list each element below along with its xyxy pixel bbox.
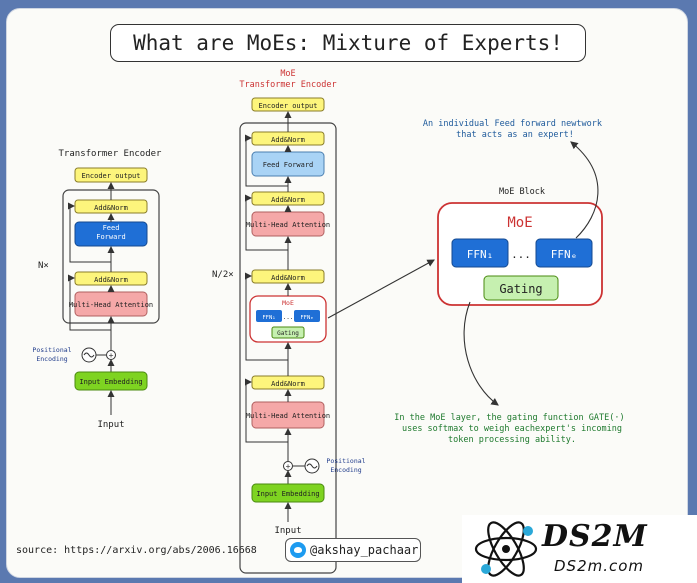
middle-ellipsis: ... [283,314,294,321]
logo-main-text: DS2M [542,519,648,554]
middle-ffn1-box [256,310,282,322]
middle-ffne: FFNₑ [300,315,313,321]
right-moe-box [437,202,603,306]
left-addnorm-mid: Add&Norm [94,276,128,284]
middle-addnorm1: Add&Norm [271,136,305,144]
ds2m-logo: DS2M DS2m.com [462,515,697,583]
right-note-bottom-text-line-1: uses softmax to weigh eachexpert's incom… [402,424,622,434]
expert-pointer-arrow [570,141,599,239]
right-ellipsis: ... [511,248,531,261]
svg-text:+: + [286,462,291,471]
right-note-bottom-text-line-2: token processing ability. [448,435,576,445]
author-handle-text: @akshay_pachaar [310,543,419,557]
middle-heading-2: Transformer Encoder [239,80,336,90]
middle-input-embedding: Input Embedding [256,490,319,498]
middle-addnorm4: Add&Norm [271,380,305,388]
right-note-top-text: An individual Feed forward newtwork [423,119,602,129]
middle-heading-1: MoE [280,69,295,79]
left-positional-label: Positional [32,346,71,354]
svg-text:+: + [109,351,114,360]
atom-icon [474,521,538,577]
right-ffn1: FFN₁ [467,248,494,261]
middle-addnorm3: Add&Norm [271,274,305,282]
middle-ffne-box [294,310,320,322]
left-positional-label-line-2: Encoding [36,355,67,363]
right-note-bottom-text: In the MoE layer, the gating function GA… [394,413,624,423]
right-block-heading: MoE Block [499,187,545,197]
right-ffne: FFNₑ [551,248,578,261]
moe-zoom-arrow [327,259,435,319]
left-input-embedding: Input Embedding [79,378,142,386]
middle-gating-box [271,326,305,339]
middle-input: Input [274,526,301,536]
middle-encoder-output: Encoder output [258,102,317,110]
middle-multi-head2: Multi-Head Attention [246,412,330,420]
middle-gating: Gating [277,330,299,337]
middle-moe-label: MoE [282,299,294,307]
left-ff-label-line-2: Forward [96,233,126,241]
middle-positional-label-line-2: Encoding [330,466,361,474]
middle-ffn1: FFN₁ [262,315,275,321]
left-encoder-output: Encoder output [81,172,140,180]
left-heading: Transformer Encoder [59,149,163,159]
logo-sub-text: DS2m.com [554,557,645,575]
middle-positional-label: Positional [326,457,365,465]
page-title: What are MoEs: Mixture of Experts! [110,24,586,62]
right-moe-label: MoE [507,215,532,231]
left-n-label: N× [38,261,49,271]
right-note-top: An individual Feed forward newtwork that… [423,119,607,140]
author-handle: @akshay_pachaar [285,538,421,562]
right-ffn1-box [451,238,509,268]
right-gating-box [483,275,559,301]
left-ff-label: Feed [103,224,120,232]
left-input: Input [97,420,124,430]
right-note-top-text-line-1: that acts as an expert! [456,130,574,140]
right-gating: Gating [499,282,542,296]
middle-multi-head1: Multi-Head Attention [246,221,330,229]
left-addnorm-top: Add&Norm [94,204,128,212]
middle-addnorm2: Add&Norm [271,196,305,204]
right-note-bottom: In the MoE layer, the gating function GA… [394,413,629,445]
source-citation: source: https://arxiv.org/abs/2006.16668 [16,545,257,556]
middle-feed-forward: Feed Forward [263,161,314,169]
gating-pointer-arrow [463,301,499,406]
middle-n-label: N/2× [212,270,234,280]
left-multi-head: Multi-Head Attention [69,301,153,309]
twitter-icon [290,542,306,558]
right-ffne-box [535,238,593,268]
